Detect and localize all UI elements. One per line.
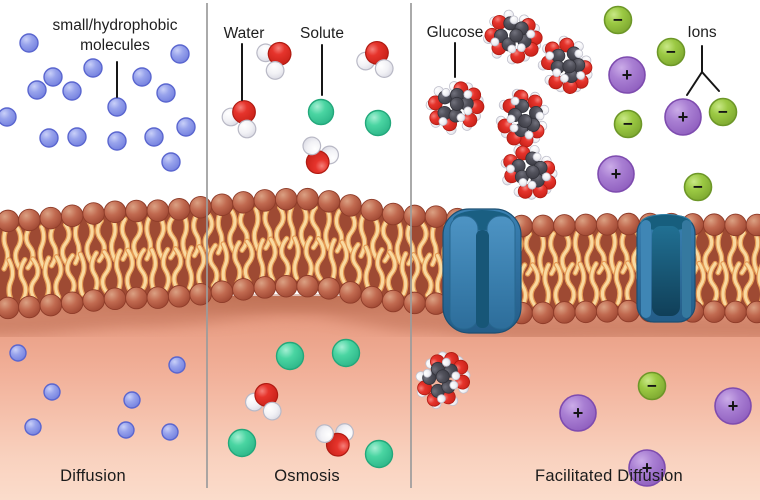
blue-molecule bbox=[176, 117, 196, 137]
ion-positive: + bbox=[597, 155, 635, 193]
ion-sign: + bbox=[611, 164, 622, 184]
panel-label-facilitated-diffusion: Facilitated Diffusion bbox=[535, 467, 683, 485]
solute-molecule bbox=[275, 341, 305, 371]
blue-molecule bbox=[170, 44, 190, 64]
glucose-molecule bbox=[415, 351, 471, 409]
channel-proteins bbox=[442, 208, 696, 334]
molecules: − − + − + − + − − + + + bbox=[0, 5, 752, 487]
blue-molecule bbox=[117, 421, 135, 439]
annotation-line bbox=[686, 71, 703, 96]
blue-molecule bbox=[107, 131, 127, 151]
small-hydrophobic-label: small/hydrophobic molecules bbox=[52, 17, 178, 54]
water-molecule bbox=[315, 423, 354, 457]
blue-molecule bbox=[161, 152, 181, 172]
panel-label-diffusion: Diffusion bbox=[60, 467, 126, 485]
water-molecule bbox=[302, 136, 340, 175]
blue-molecule bbox=[67, 127, 87, 147]
solute-molecule bbox=[307, 98, 335, 126]
ion-positive: + bbox=[714, 387, 752, 425]
blue-molecule bbox=[144, 127, 164, 147]
blue-molecule bbox=[0, 107, 17, 127]
blue-molecule bbox=[107, 97, 127, 117]
channel-protein bbox=[636, 214, 696, 323]
glucose-molecule bbox=[483, 9, 543, 65]
panel-divider bbox=[410, 3, 412, 488]
ion-sign: − bbox=[693, 178, 703, 197]
label-connectors bbox=[116, 42, 720, 101]
glucose-molecule bbox=[495, 88, 550, 148]
blue-molecule bbox=[132, 67, 152, 87]
blue-molecule bbox=[156, 83, 176, 103]
ion-positive: + bbox=[664, 98, 702, 136]
solute-molecule bbox=[364, 439, 394, 469]
blue-molecule bbox=[27, 80, 47, 100]
ion-negative: − bbox=[613, 109, 643, 139]
ion-negative: − bbox=[637, 371, 667, 401]
solute-molecule bbox=[364, 109, 392, 137]
solute-molecule bbox=[227, 428, 257, 458]
blue-molecule bbox=[123, 391, 141, 409]
ion-sign: + bbox=[678, 107, 689, 127]
ion-positive: + bbox=[628, 449, 666, 487]
blue-molecule bbox=[161, 423, 179, 441]
ion-sign: − bbox=[666, 43, 676, 62]
water-molecule bbox=[221, 100, 257, 139]
blue-molecule bbox=[83, 58, 103, 78]
ion-sign: + bbox=[622, 65, 633, 85]
ion-sign: + bbox=[728, 396, 739, 416]
channel-protein bbox=[442, 208, 522, 334]
blue-molecule bbox=[24, 418, 42, 436]
water-label: Water bbox=[223, 25, 265, 42]
glucose-molecule bbox=[537, 35, 593, 94]
glucose-label: Glucose bbox=[426, 24, 484, 41]
ion-negative: − bbox=[603, 5, 633, 35]
ion-negative: − bbox=[656, 37, 686, 67]
blue-molecule bbox=[43, 67, 63, 87]
ion-negative: − bbox=[708, 97, 738, 127]
blue-molecule bbox=[9, 344, 27, 362]
ion-positive: + bbox=[559, 394, 597, 432]
blue-molecule bbox=[19, 33, 39, 53]
ion-sign: + bbox=[573, 403, 584, 423]
panel-divider bbox=[206, 3, 208, 488]
water-molecule bbox=[256, 41, 292, 80]
blue-molecule bbox=[43, 383, 61, 401]
ions-label: Ions bbox=[687, 24, 717, 41]
blue-molecule bbox=[168, 356, 186, 374]
water-molecule bbox=[244, 382, 282, 421]
solute-label: Solute bbox=[300, 25, 344, 42]
panel-label-osmosis: Osmosis bbox=[274, 467, 340, 485]
ion-positive: + bbox=[608, 56, 646, 94]
ion-sign: − bbox=[623, 115, 633, 134]
blue-molecule bbox=[39, 128, 59, 148]
glucose-molecule bbox=[500, 144, 558, 200]
ion-sign: + bbox=[642, 458, 653, 478]
water-molecule bbox=[356, 40, 394, 78]
ion-negative: − bbox=[683, 172, 713, 202]
ion-sign: − bbox=[647, 377, 657, 396]
solute-molecule bbox=[331, 338, 361, 368]
ion-sign: − bbox=[718, 103, 728, 122]
ion-sign: − bbox=[613, 11, 623, 30]
annotation-line bbox=[701, 71, 720, 92]
glucose-molecule bbox=[425, 81, 485, 135]
blue-molecule bbox=[62, 81, 82, 101]
